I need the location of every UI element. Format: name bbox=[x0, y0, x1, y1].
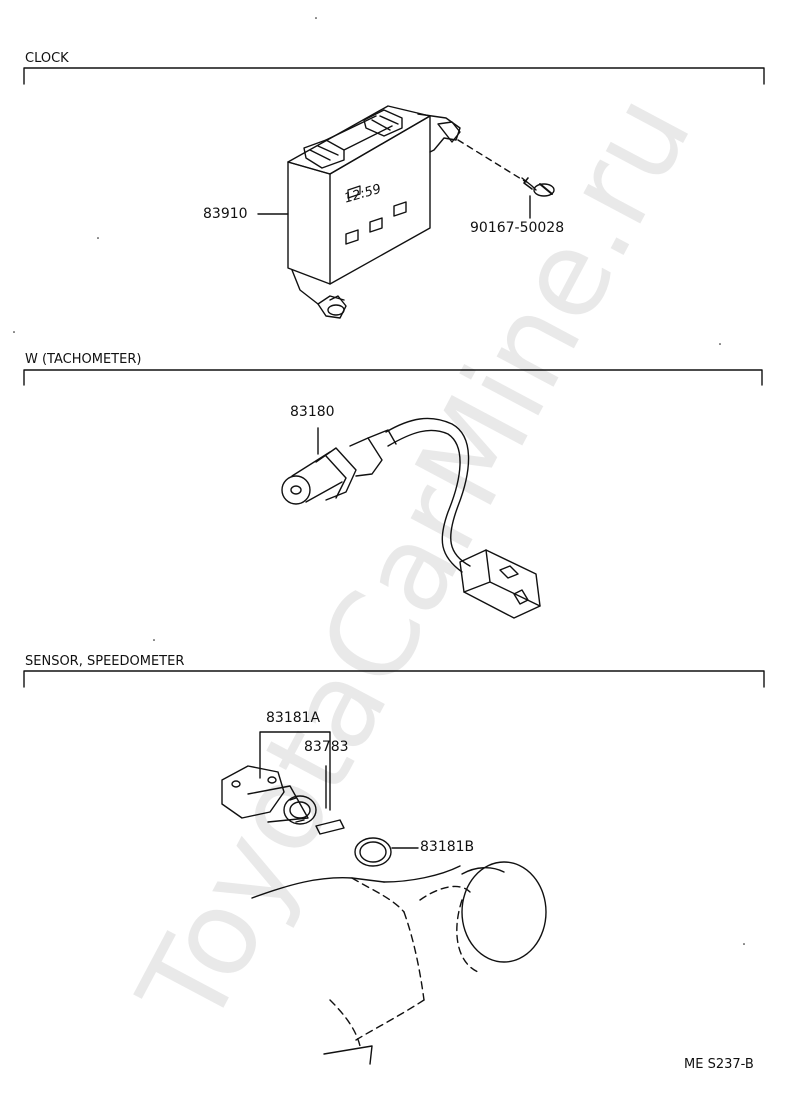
section-bracket-speedometer bbox=[23, 670, 765, 688]
section-title-speedometer: SENSOR, SPEEDOMETER bbox=[25, 654, 185, 669]
tacho-sensor-drawing bbox=[281, 417, 541, 619]
diagram-code: ME S237-B bbox=[684, 1057, 754, 1072]
scan-specks bbox=[13, 17, 745, 945]
part-number-tacho-sensor: 83180 bbox=[290, 404, 335, 420]
clock-screw-drawing bbox=[457, 139, 555, 197]
section-title-tachometer: W (TACHOMETER) bbox=[25, 352, 142, 367]
part-number-speedo-oring: 83181B bbox=[420, 839, 475, 855]
part-number-clock-unit: 83910 bbox=[203, 206, 248, 222]
part-number-speedo-sensor: 83181A bbox=[266, 710, 321, 726]
section-bracket-clock bbox=[23, 67, 765, 85]
speedo-sensor-drawing bbox=[221, 731, 392, 867]
section-title-clock: CLOCK bbox=[25, 51, 69, 66]
part-number-speedo-pin: 83783 bbox=[304, 739, 349, 755]
section-bracket-tachometer bbox=[23, 369, 763, 386]
clock-unit-drawing bbox=[287, 105, 461, 319]
transmission-housing-drawing bbox=[251, 861, 547, 1065]
part-number-clock-screw: 90167-50028 bbox=[470, 220, 565, 236]
